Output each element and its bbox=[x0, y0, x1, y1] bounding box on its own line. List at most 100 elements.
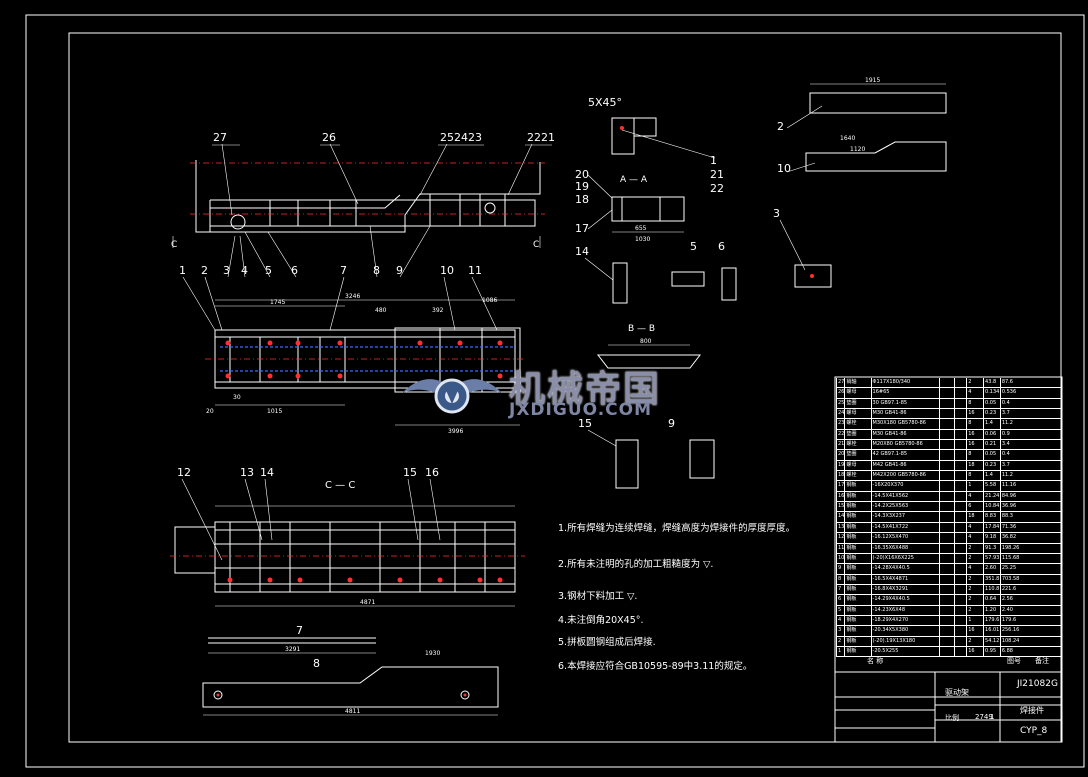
dim-1030: 1030 bbox=[635, 236, 650, 243]
bom-cell bbox=[954, 605, 966, 615]
balloon-27: 27 bbox=[213, 131, 227, 144]
scale-label: 比例 bbox=[945, 714, 959, 722]
balloon-14: 14 bbox=[260, 466, 274, 479]
bom-cell: 1 bbox=[966, 481, 983, 491]
bom-cell: 钢板 bbox=[844, 626, 870, 636]
bom-cell: M42 GB41-86 bbox=[870, 460, 940, 471]
header-sheet: 图号 bbox=[1007, 657, 1021, 665]
bom-cell: 8 bbox=[836, 574, 844, 584]
bom-cell: 螺母 bbox=[844, 388, 870, 398]
bom-cell: 6 bbox=[966, 502, 983, 512]
bom-cell bbox=[939, 388, 954, 398]
bom-cell: M42X200 GB5780-86 bbox=[870, 471, 940, 481]
bom-cell: 钢板 bbox=[844, 646, 870, 657]
bom-cell: 26 bbox=[836, 388, 844, 398]
bom-cell bbox=[939, 626, 954, 636]
balloon-2221: 2221 bbox=[527, 131, 555, 144]
bom-cell: 4 bbox=[966, 491, 983, 502]
bom-cell: 钢板 bbox=[844, 595, 870, 605]
bom-cell bbox=[954, 626, 966, 636]
bom-cell bbox=[939, 646, 954, 657]
bom-cell bbox=[939, 429, 954, 440]
bom-cell: 16#65 bbox=[870, 388, 940, 398]
balloon-3: 3 bbox=[223, 264, 230, 277]
bom-cell: 3.4 bbox=[999, 440, 1062, 450]
bom-cell: 0.05 bbox=[983, 398, 1000, 409]
bom-cell bbox=[939, 574, 954, 584]
bom-cell: 43.8 bbox=[983, 378, 1000, 388]
bom-cell: 18 bbox=[966, 460, 983, 471]
note-6: 6.本焊接应符合GB10595-89中3.11的规定。 bbox=[558, 661, 753, 672]
bom-cell: 21.24 bbox=[983, 491, 1000, 502]
balloon-2: 2 bbox=[201, 264, 208, 277]
watermark-title: 机械帝国 bbox=[509, 369, 662, 410]
bom-cell bbox=[939, 409, 954, 419]
bom-cell bbox=[939, 564, 954, 574]
bom-cell: 2.60 bbox=[983, 564, 1000, 574]
bom-cell: 3.7 bbox=[999, 409, 1062, 419]
view-label-cc: C — C bbox=[325, 480, 355, 491]
bom-cell: 0.4 bbox=[999, 450, 1062, 460]
bom-cell bbox=[954, 419, 966, 429]
bom-cell: -14.2X25X563 bbox=[870, 502, 940, 512]
bom-cell: 3 bbox=[836, 626, 844, 636]
dim-1086: 1086 bbox=[482, 297, 497, 304]
bom-cell: 0.4 bbox=[999, 398, 1062, 409]
bom-cell: 3.7 bbox=[999, 460, 1062, 471]
balloon-r-5: 5 bbox=[690, 240, 697, 253]
bom-cell: 0.134 bbox=[983, 388, 1000, 398]
bom-cell: -14.28X4X40.5 bbox=[870, 564, 940, 574]
bom-cell: 20 bbox=[836, 450, 844, 460]
bom-cell: 16 bbox=[966, 409, 983, 419]
balloon-11: 11 bbox=[468, 264, 482, 277]
note-3: 3.钢材下料加工 ▽. bbox=[558, 591, 638, 602]
bom-cell bbox=[939, 450, 954, 460]
balloon-16: 16 bbox=[425, 466, 439, 479]
top-balloons: 27 26 252423 2221 bbox=[212, 131, 555, 216]
bom-cell: 8.83 bbox=[983, 512, 1000, 522]
balloon-r-6: 6 bbox=[718, 240, 725, 253]
bom-cell bbox=[954, 450, 966, 460]
balloon-r-22: 22 bbox=[710, 182, 724, 195]
project-code: JI21082G bbox=[1017, 679, 1058, 689]
bom-cell: 8 bbox=[966, 450, 983, 460]
note-4: 4.未注倒角20X45°. bbox=[558, 615, 644, 626]
bom-cell: 5.58 bbox=[983, 481, 1000, 491]
bom-cell: 87.6 bbox=[999, 378, 1062, 388]
bom-cell bbox=[954, 502, 966, 512]
bom-cell: 0.9 bbox=[999, 429, 1062, 440]
bom-cell: 10 bbox=[836, 553, 844, 564]
bom-cell: 42 GB97.1-85 bbox=[870, 450, 940, 460]
bom-cell bbox=[939, 398, 954, 409]
bom-cell: 螺栓 bbox=[844, 471, 870, 481]
bom-cell: 21 bbox=[836, 440, 844, 450]
bom-cell bbox=[954, 564, 966, 574]
balloon-7: 7 bbox=[340, 264, 347, 277]
bom-cell: 17.84 bbox=[983, 522, 1000, 533]
bom-cell: 2 bbox=[966, 636, 983, 646]
bom-cell: 8 bbox=[966, 398, 983, 409]
bom-cell: 钢板 bbox=[844, 481, 870, 491]
bom-cell bbox=[954, 440, 966, 450]
bom-cell: 703.58 bbox=[999, 574, 1062, 584]
bom-cell: 10.84 bbox=[983, 502, 1000, 512]
bom-cell: 36.82 bbox=[999, 533, 1062, 543]
dim-4871: 4871 bbox=[360, 599, 375, 606]
bom-cell: 27 bbox=[836, 378, 844, 388]
drawing-name: 焊接件 bbox=[1020, 706, 1044, 715]
bom-cell: 11.16 bbox=[999, 481, 1062, 491]
bom-cell: 0.06 bbox=[983, 429, 1000, 440]
dim-30: 30 bbox=[233, 394, 241, 401]
bom-cell: 25 bbox=[836, 398, 844, 409]
bom-cell: 19 bbox=[836, 460, 844, 471]
bom-cell: 54.12 bbox=[983, 636, 1000, 646]
bom-cell: 198.26 bbox=[999, 543, 1062, 553]
balloon-part-7: 7 bbox=[296, 624, 303, 637]
bom-cell: 84.96 bbox=[999, 491, 1062, 502]
